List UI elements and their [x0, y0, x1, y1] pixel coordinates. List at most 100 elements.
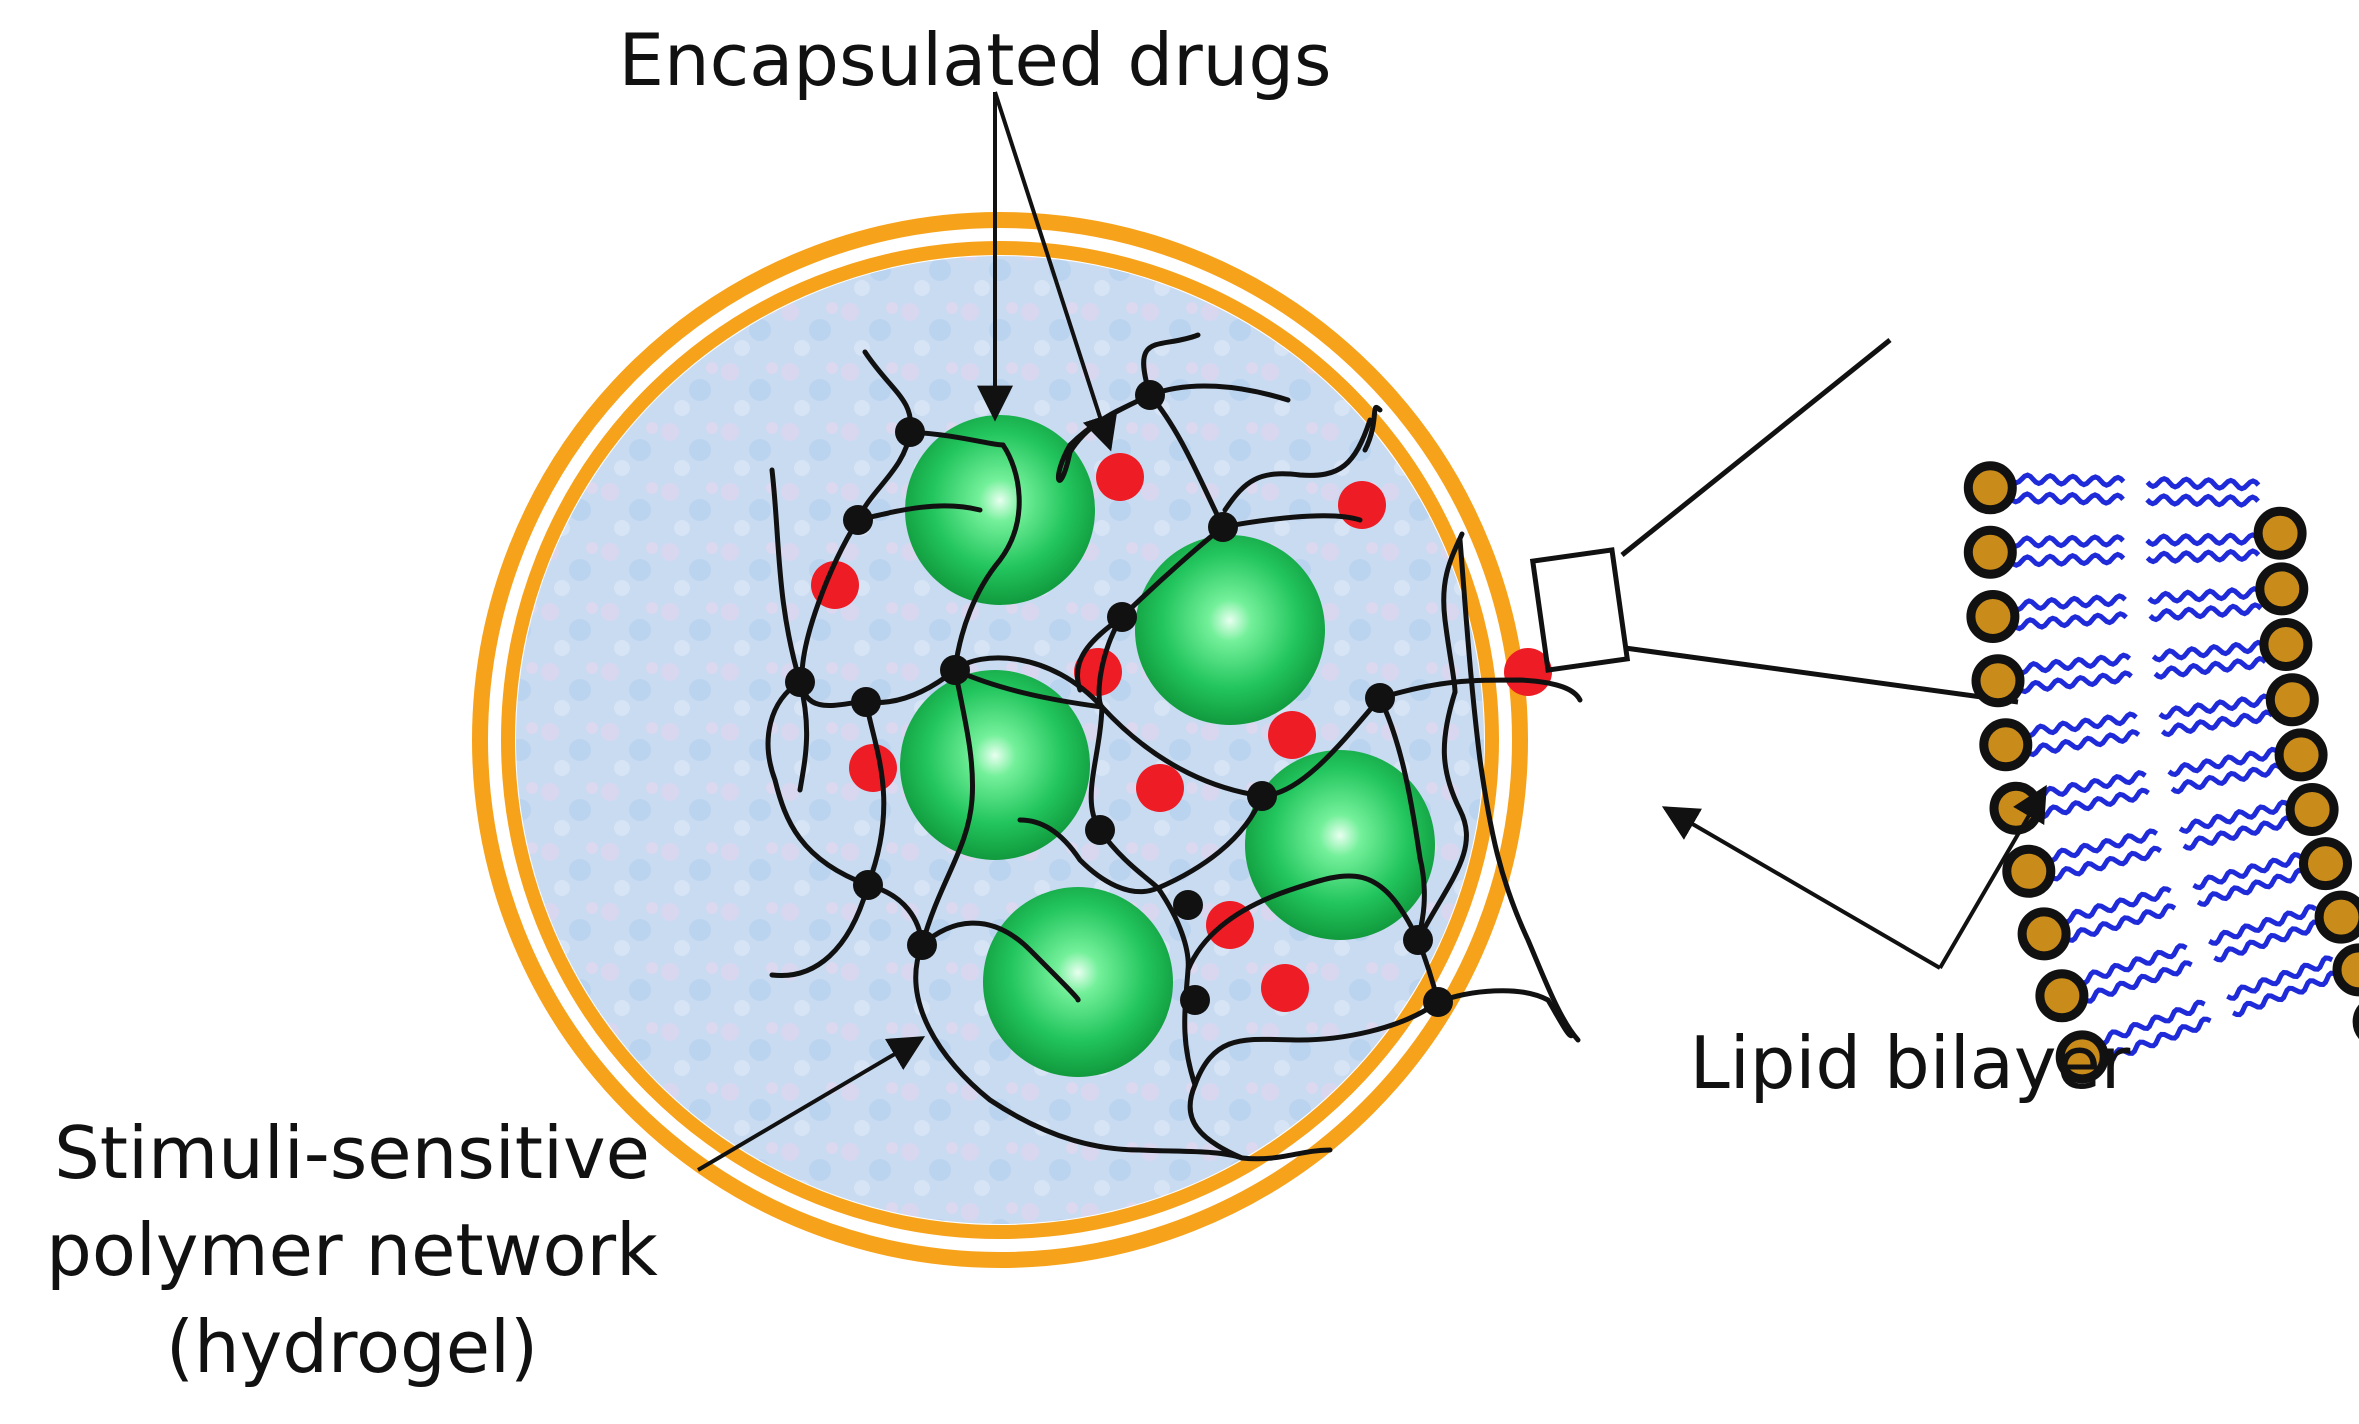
lipid-tail	[2049, 845, 2162, 882]
lipid-head	[1963, 525, 2017, 579]
crosslink-node	[940, 655, 970, 685]
lipid-tail	[2158, 693, 2272, 720]
lipid-tail	[2082, 960, 2193, 1004]
lipid-head	[2253, 506, 2307, 560]
lipid-head	[2299, 837, 2352, 891]
lipid-tail	[2010, 593, 2127, 613]
small-drug	[1268, 711, 1316, 759]
drug-arrow-red	[993, 91, 1118, 452]
lipid-tail	[2192, 852, 2303, 891]
label-polymer-line2: polymer network	[46, 1208, 658, 1292]
lipid-tail	[2011, 611, 2128, 632]
label-encapsulated-drugs: Encapsulated drugs	[618, 18, 1331, 102]
crosslink-nodes	[785, 380, 1453, 1017]
lipid-head	[2265, 673, 2319, 727]
lipid-head	[2035, 969, 2089, 1023]
lipid-tail	[2151, 639, 2266, 663]
bilayer-zoom-icon	[1529, 338, 2019, 705]
lipid-tail	[2059, 886, 2172, 925]
lipid-tail	[2008, 472, 2126, 488]
label-polymer-line3: (hydrogel)	[166, 1305, 538, 1389]
crosslink-node	[1173, 890, 1203, 920]
large-drug-group	[900, 415, 1435, 1077]
polymer-arrow	[696, 1036, 926, 1172]
small-drug	[1338, 481, 1386, 529]
small-drug	[1136, 764, 1184, 812]
crosslink-node	[895, 417, 925, 447]
lipid-tail	[2008, 534, 2125, 549]
lipid-tail	[2232, 970, 2339, 1018]
lipid-tail	[2022, 711, 2138, 739]
lipid-tail	[2103, 1016, 2212, 1064]
crosslink-node	[1208, 512, 1238, 542]
lipid-head	[2055, 1030, 2109, 1084]
small-drug	[1074, 648, 1122, 696]
outer-membrane	[472, 212, 1528, 1268]
zoom-box	[1529, 547, 1631, 673]
lipid-tail	[2096, 999, 2206, 1046]
small-drug	[1261, 964, 1309, 1012]
bilayer-arrow-membrane	[1661, 806, 1942, 970]
crosslink-node	[843, 505, 873, 535]
crosslink-node	[1423, 987, 1453, 1017]
polymer-network	[765, 332, 1583, 1162]
lipid-tail	[2015, 652, 2132, 676]
lipid-tail	[2213, 919, 2322, 963]
lipid-tail	[2182, 815, 2294, 851]
lipid-head	[2332, 943, 2359, 997]
lipid-tail	[2148, 602, 2263, 623]
lipid-tail	[2017, 670, 2133, 695]
lipid-tail	[2064, 903, 2177, 943]
zoom-line-bottom	[1624, 645, 2019, 705]
lipid-head	[2255, 562, 2309, 616]
inner-membrane	[501, 241, 1499, 1239]
lipid-tail	[2153, 655, 2268, 680]
lipid-tail	[2008, 491, 2125, 506]
zoom-line-top	[1620, 338, 1892, 557]
small-drug-group	[811, 453, 1552, 1012]
crosslink-node	[1180, 985, 1210, 1015]
lipid-tail	[2145, 548, 2261, 565]
lipid-tail	[2160, 709, 2274, 738]
crosslink-node	[1403, 925, 1433, 955]
lipid-tail	[2035, 787, 2150, 820]
lipid-tail	[2208, 904, 2317, 946]
lipid-tail	[2025, 729, 2141, 758]
lipid-head	[1979, 718, 2033, 772]
lipid-tail	[2145, 493, 2260, 508]
lipid-head	[2259, 618, 2313, 671]
large-drug	[900, 670, 1090, 860]
lipid-tail	[2145, 532, 2260, 548]
lipid-head	[2017, 907, 2071, 961]
crosslink-node	[851, 687, 881, 717]
lipid-head	[2274, 728, 2328, 782]
lipid-head	[1966, 590, 2020, 643]
large-drug	[1135, 535, 1325, 725]
lipid-tail	[2196, 867, 2307, 908]
crosslink-node	[1365, 683, 1395, 713]
crosslink-node	[1085, 815, 1115, 845]
crosslink-node	[1135, 380, 1165, 410]
crosslink-node	[907, 930, 937, 960]
lipid-head	[1963, 461, 2017, 515]
lipid-tail	[2178, 799, 2290, 834]
large-drug	[983, 887, 1173, 1077]
lipid-head	[2002, 844, 2056, 898]
lipid-tail	[2077, 943, 2188, 986]
lipid-head	[2285, 783, 2339, 836]
lipid-head	[2314, 890, 2359, 944]
lipid-tail	[2167, 746, 2280, 778]
lipid-tail	[2032, 770, 2147, 801]
lipid-tail	[2147, 585, 2262, 605]
small-drug	[1096, 453, 1144, 501]
lipid-tail	[2008, 551, 2126, 568]
bilayer-arrow-fan	[1938, 784, 2047, 970]
large-drug	[905, 415, 1095, 605]
label-lipid-bilayer: Lipid bilayer	[1690, 1021, 2131, 1105]
lipid-tail	[2044, 828, 2159, 864]
membrane-gap	[491, 231, 1509, 1249]
label-polymer-line1: Stimuli-sensitive	[54, 1111, 650, 1195]
crosslink-node	[1247, 781, 1277, 811]
